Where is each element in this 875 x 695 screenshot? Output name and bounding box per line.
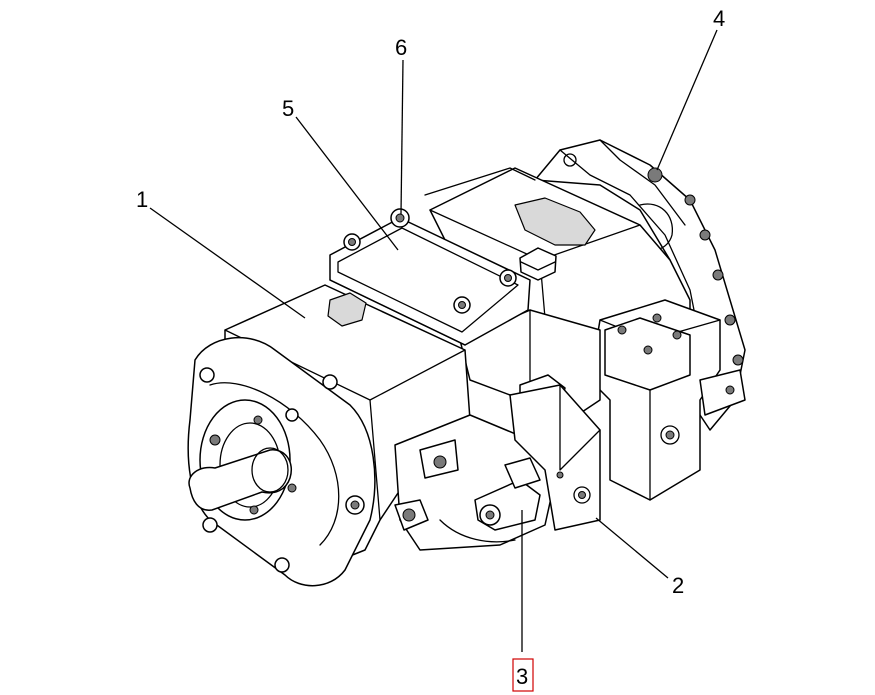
callout-3: 3 — [516, 664, 528, 689]
callout-6: 6 — [395, 35, 407, 60]
solenoid-valve-assembly — [394, 414, 556, 551]
drive-shaft — [188, 447, 292, 511]
callout-4: 4 — [713, 6, 725, 31]
leader-line-1 — [149, 207, 306, 319]
leader-line-4 — [656, 29, 718, 171]
leader-line-5 — [295, 116, 399, 251]
top-cover-plate — [329, 167, 536, 346]
leader-line-2 — [595, 517, 669, 579]
rear-pump-block — [429, 167, 691, 351]
callout-3-highlight-box — [512, 658, 534, 692]
callout-1: 1 — [136, 187, 148, 212]
callouts: 1 2 3 4 5 6 — [136, 6, 725, 692]
callout-2: 2 — [672, 573, 684, 598]
leader-line-6 — [400, 59, 404, 215]
right-control-valve — [589, 299, 746, 501]
side-valve-block — [509, 384, 601, 531]
callout-5: 5 — [282, 96, 294, 121]
leader-lines — [149, 29, 718, 652]
